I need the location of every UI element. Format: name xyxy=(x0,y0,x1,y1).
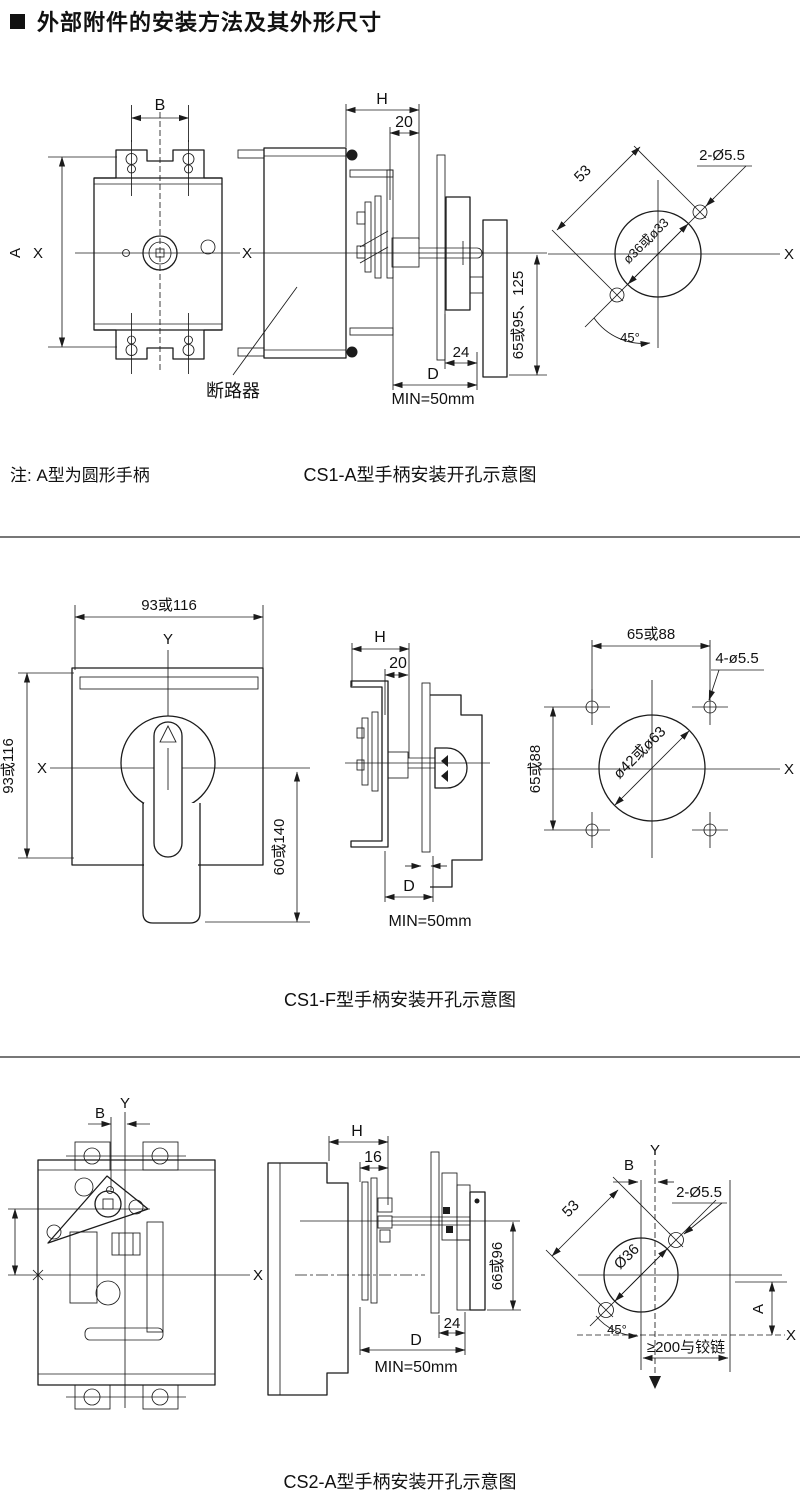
dim-d-label: D xyxy=(403,878,415,895)
dim-d-label: D xyxy=(427,366,439,383)
caption-cs1f: CS1-F型手柄安装开孔示意图 xyxy=(283,990,516,1010)
screw-hole xyxy=(598,1302,614,1318)
corner-holes xyxy=(574,689,728,848)
caption-cs1a: CS1-A型手柄安装开孔示意图 xyxy=(303,465,537,485)
cs2a-front-view: Y B xyxy=(8,1095,263,1410)
panel-section xyxy=(436,154,446,361)
breaker-body xyxy=(93,177,223,331)
dim-d-label: D xyxy=(410,1332,422,1349)
screw-hole xyxy=(692,204,708,220)
handle-pointer-icon xyxy=(159,725,177,743)
screw-hole xyxy=(609,287,625,303)
screw-hole xyxy=(668,1232,684,1248)
dim-20-label: 20 xyxy=(395,114,413,131)
bracket-top-arm xyxy=(349,169,394,178)
interlock-mechanism xyxy=(46,1175,164,1341)
dim-h-label: H xyxy=(351,1123,363,1140)
handle-housing xyxy=(430,694,483,888)
holes-label: 4-ø5.5 xyxy=(715,650,758,667)
axis-x-label: X xyxy=(786,1327,796,1344)
axis-y-arrow-icon xyxy=(649,1376,661,1389)
dia-label: Ø36 xyxy=(611,1241,643,1273)
dia-label: ø42或ø63 xyxy=(610,723,669,782)
dim-b-label: B xyxy=(624,1157,634,1174)
breaker-outline-top xyxy=(94,149,222,179)
dim-h-label: H xyxy=(374,629,386,646)
mounting-ears xyxy=(66,1141,186,1410)
dim-left-label: 93或116 xyxy=(0,738,17,794)
dim-h-label: H xyxy=(376,91,388,108)
axis-x-left-label: X xyxy=(33,245,43,262)
dim-16-label: 16 xyxy=(364,1149,382,1166)
breaker-outline-bottom xyxy=(94,329,222,360)
axis-y-label: Y xyxy=(120,1095,130,1112)
cs1f-front-view: 93或116 Y X 93或116 60或140 xyxy=(0,597,310,924)
dim-top-label: 93或116 xyxy=(141,597,197,614)
panel-section xyxy=(421,682,431,853)
angle-label: 45° xyxy=(607,1322,627,1337)
handle-knob xyxy=(434,747,468,789)
dim-24-label: 24 xyxy=(453,344,470,361)
shaft-hub xyxy=(391,237,420,268)
handle-stem xyxy=(142,803,201,924)
dim-b-label: B xyxy=(155,97,166,114)
axis-x-label: X xyxy=(784,246,794,263)
holes-label: 2-Ø5.5 xyxy=(676,1184,722,1201)
dim-53-label: 53 xyxy=(559,1197,583,1221)
dim-a-label: A xyxy=(7,248,24,258)
dim-top-label: 65或88 xyxy=(627,626,675,643)
axis-x-right-label: X xyxy=(242,245,252,262)
axis-x-label: X xyxy=(37,760,47,777)
axis-x-label: X xyxy=(784,761,794,778)
plate-slot xyxy=(79,676,259,690)
caption-cs2a: CS2-A型手柄安装开孔示意图 xyxy=(283,1472,517,1492)
breaker-callout: 断路器 xyxy=(206,381,260,401)
cs1a-front-view: A X X B 断路器 xyxy=(7,97,298,401)
shaft-hub xyxy=(387,751,409,779)
panel-section xyxy=(430,1151,440,1314)
dim-b-label: B xyxy=(95,1105,105,1122)
title-bullet-icon xyxy=(10,13,25,29)
handle-plate xyxy=(469,1191,486,1311)
dim-24-label: 24 xyxy=(444,1315,461,1332)
dim-height-label: 65或95、125 xyxy=(510,271,527,359)
handle-base-plate xyxy=(445,196,471,311)
hinge-dim-label: ≥200与铰链 xyxy=(647,1338,725,1356)
dim-height-label: 66或96 xyxy=(489,1242,506,1290)
cs1a-drill-view: X 53 2-Ø5.5 ø36或ø33 45° xyxy=(548,145,794,348)
dim-20-label: 20 xyxy=(389,655,407,672)
dim-53-label: 53 xyxy=(571,162,595,186)
panel-cutout-circle xyxy=(603,1237,679,1313)
dim-min-label: MIN=50mm xyxy=(374,1359,457,1376)
note-type-a: 注: A型为圆形手柄 xyxy=(10,466,150,485)
cs2a-drill-view: Y B 53 2-Ø5.5 Ø36 45° X xyxy=(545,1142,796,1389)
page-title-row: 外部附件的安装方法及其外形尺寸 xyxy=(10,5,382,37)
handle-shaft-hole xyxy=(142,235,178,271)
dim-min-label: MIN=50mm xyxy=(391,391,474,408)
cs1f-drill-view: 65或88 4-ø5.5 65或88 X ø42或ø63 xyxy=(527,626,794,858)
bracket-bottom-arm xyxy=(349,327,394,336)
axis-x-label: X xyxy=(253,1267,263,1284)
dim-min-label: MIN=50mm xyxy=(388,913,471,930)
mounting-bracket xyxy=(350,680,389,848)
axis-y-label: Y xyxy=(163,631,173,648)
cs1f-side-view: H 20 D MIN=50mm xyxy=(345,629,490,930)
breaker-body xyxy=(37,1159,216,1386)
holes-label: 2-Ø5.5 xyxy=(699,147,745,164)
handle-front-plate xyxy=(482,219,508,378)
angle-label: 45° xyxy=(620,330,640,345)
axis-y-label: Y xyxy=(650,1142,660,1159)
dim-right-label: 60或140 xyxy=(271,819,288,876)
cs1a-side-view: H 20 24 D MIN=50mm 65或95、125 xyxy=(237,91,547,408)
breaker-side-body xyxy=(267,1162,349,1396)
cs2a-side-view: H 16 66或96 xyxy=(267,1123,521,1396)
dim-left-label: 65或88 xyxy=(527,745,544,793)
page-title: 外部附件的安装方法及其外形尺寸 xyxy=(37,10,383,35)
panel-cutout-circle xyxy=(614,210,702,298)
dim-a-label: A xyxy=(750,1304,767,1314)
